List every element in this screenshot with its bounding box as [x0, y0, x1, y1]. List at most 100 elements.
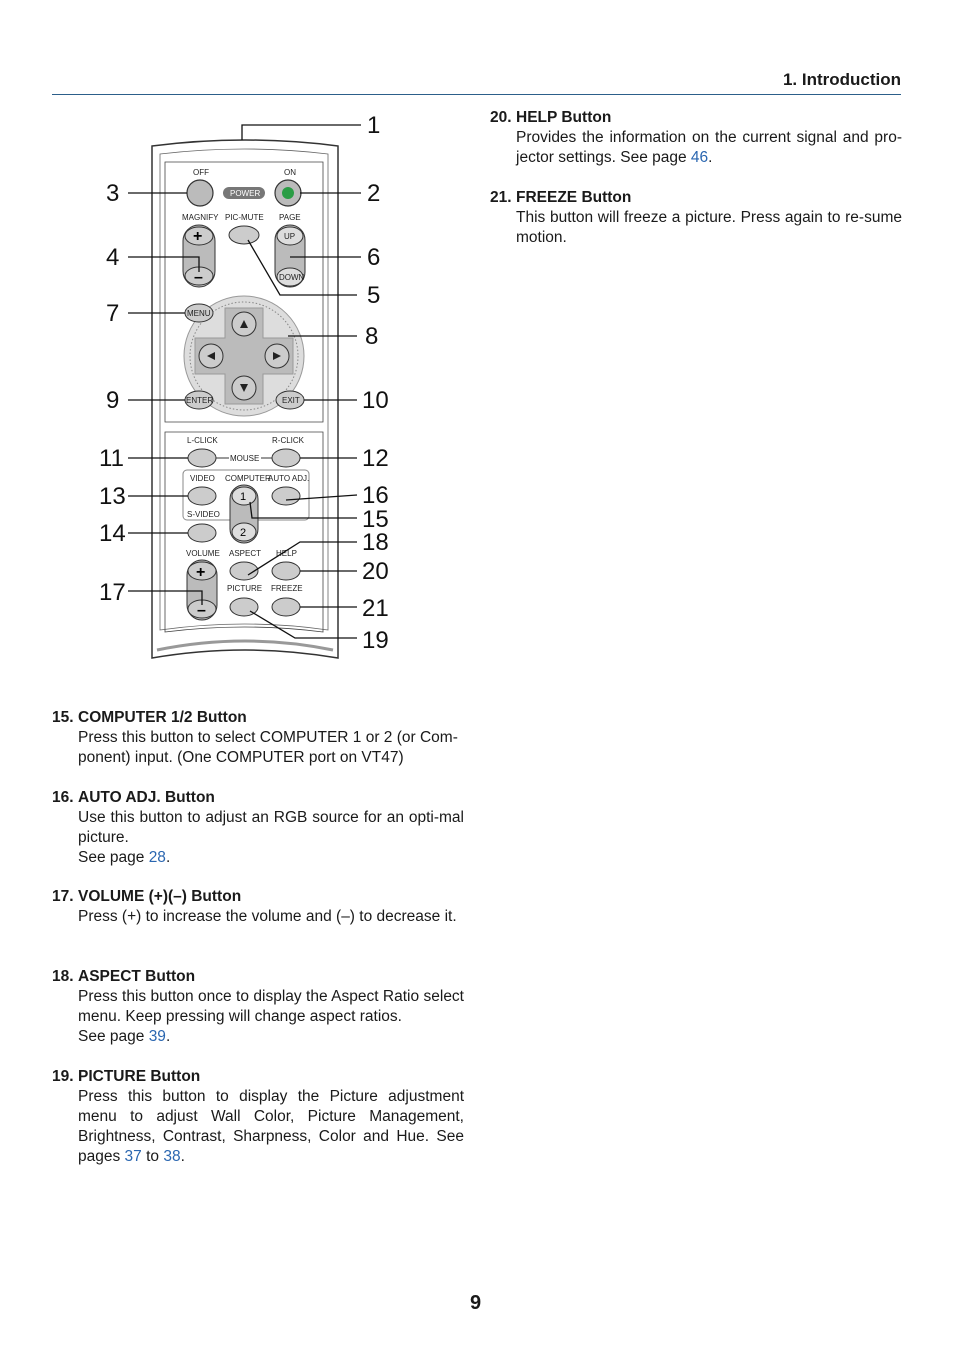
- auto-adj-label: AUTO ADJ.: [268, 474, 309, 483]
- mouse-label: MOUSE: [230, 454, 259, 463]
- callout-1: 1: [367, 112, 380, 139]
- entry-body: This button will freeze a picture. Press…: [516, 209, 902, 246]
- pic-mute-button[interactable]: [228, 225, 260, 245]
- callout-18: 18: [362, 529, 389, 556]
- entry-aspect-button: 18.ASPECT Button Press this button once …: [52, 967, 464, 1047]
- section-title: 1. Introduction: [782, 70, 901, 89]
- page-link[interactable]: 38: [163, 1148, 181, 1165]
- menu-label: MENU: [187, 309, 211, 318]
- help-label: HELP: [276, 549, 297, 558]
- aspect-label: ASPECT: [229, 549, 261, 558]
- callout-4: 4: [106, 244, 119, 271]
- callout-lines: [128, 124, 361, 639]
- computer-1-button[interactable]: [231, 486, 257, 506]
- entry-see-page: See page 28.: [78, 849, 171, 866]
- power-label: POWER: [230, 189, 260, 198]
- entry-number: 19.: [52, 1068, 74, 1085]
- callout-9: 9: [106, 387, 119, 414]
- entry-see-page: See page 39.: [78, 1028, 171, 1045]
- page-up-button[interactable]: [276, 226, 304, 246]
- entry-title: VOLUME (+)(–) Button: [78, 888, 242, 905]
- entry-volume-button: 17.VOLUME (+)(–) Button Press (+) to inc…: [52, 887, 464, 927]
- freeze-label: FREEZE: [271, 584, 303, 593]
- entry-number: 20.: [490, 109, 512, 126]
- one-label: 1: [240, 491, 246, 503]
- entry-number: 15.: [52, 709, 74, 726]
- plus-icon: +: [193, 228, 202, 245]
- minus-icon: –: [197, 602, 206, 619]
- l-click-label: L-CLICK: [187, 436, 218, 445]
- callout-3: 3: [106, 180, 119, 207]
- video-button[interactable]: [187, 486, 217, 506]
- callout-11: 11: [99, 445, 124, 472]
- callout-17: 17: [99, 579, 126, 606]
- entry-title: COMPUTER 1/2 Button: [78, 709, 247, 726]
- remote-control-diagram: OFF ON POWER MAGNIFY PIC-MUTE PAGE + – U…: [95, 110, 405, 670]
- magnify-plus-button[interactable]: [184, 226, 214, 246]
- page-down-button[interactable]: [276, 267, 304, 287]
- aspect-button[interactable]: [229, 561, 259, 581]
- callout-15: 15: [362, 506, 389, 533]
- entry-body: Press (+) to increase the volume and (–)…: [78, 908, 457, 925]
- callout-7: 7: [106, 300, 119, 327]
- header-divider: [52, 94, 901, 95]
- callout-12: 12: [362, 445, 389, 472]
- pic-mute-label: PIC-MUTE: [225, 213, 264, 222]
- entry-title: HELP Button: [516, 109, 612, 126]
- entry-auto-adj-button: 16.AUTO ADJ. Button Use this button to a…: [52, 788, 464, 868]
- off-label: OFF: [193, 168, 209, 177]
- callout-13: 13: [99, 483, 126, 510]
- s-video-button[interactable]: [187, 523, 217, 543]
- callout-14: 14: [99, 520, 126, 547]
- page-number: 9: [470, 1292, 482, 1314]
- on-label: ON: [284, 168, 296, 177]
- power-off-button[interactable]: [186, 179, 214, 207]
- entry-title: PICTURE Button: [78, 1068, 201, 1085]
- entry-number: 17.: [52, 888, 74, 905]
- volume-label: VOLUME: [186, 549, 220, 558]
- magnify-label: MAGNIFY: [182, 213, 219, 222]
- callout-6: 6: [367, 244, 380, 271]
- volume-plus-button[interactable]: [187, 561, 217, 581]
- l-click-button[interactable]: [187, 448, 217, 468]
- entry-title: ASPECT Button: [78, 968, 196, 985]
- callout-2: 2: [367, 180, 380, 207]
- entry-picture-button: 19.PICTURE Button Press this button to d…: [52, 1067, 464, 1167]
- plus-icon: +: [196, 564, 205, 581]
- entry-number: 16.: [52, 789, 74, 806]
- callout-21: 21: [362, 595, 389, 622]
- page-link[interactable]: 39: [148, 1028, 166, 1045]
- down-label: DOWN: [279, 273, 305, 282]
- page-link[interactable]: 37: [124, 1148, 142, 1165]
- video-label: VIDEO: [190, 474, 215, 483]
- entry-body: Use this button to adjust an RGB source …: [78, 809, 464, 846]
- callout-19: 19: [362, 627, 389, 654]
- up-label: UP: [284, 232, 295, 241]
- computer-label: COMPUTER: [225, 474, 271, 483]
- minus-icon: –: [194, 269, 203, 286]
- entry-freeze-button: 21.FREEZE Button This button will freeze…: [490, 188, 902, 248]
- help-button[interactable]: [271, 561, 301, 581]
- exit-label: EXIT: [282, 396, 300, 405]
- entry-title: FREEZE Button: [516, 189, 632, 206]
- computer-2-button[interactable]: [231, 522, 257, 542]
- entry-body: Press this button to display the Picture…: [78, 1088, 464, 1165]
- callout-16: 16: [362, 482, 389, 509]
- entry-body: Press this button to select COMPUTER 1 o…: [78, 729, 458, 766]
- enter-label: ENTER: [186, 396, 213, 405]
- entry-title: AUTO ADJ. Button: [78, 789, 215, 806]
- callout-10: 10: [362, 387, 389, 414]
- page-link[interactable]: 46: [690, 149, 709, 166]
- r-click-label: R-CLICK: [272, 436, 305, 445]
- entry-body: Provides the information on the current …: [516, 129, 902, 166]
- callout-20: 20: [362, 558, 389, 585]
- auto-adj-button[interactable]: [271, 486, 301, 506]
- two-label: 2: [240, 527, 246, 539]
- r-click-button[interactable]: [271, 448, 301, 468]
- entry-number: 18.: [52, 968, 74, 985]
- freeze-button[interactable]: [271, 597, 301, 617]
- page-link[interactable]: 28: [148, 849, 166, 866]
- entry-number: 21.: [490, 189, 512, 206]
- s-video-label: S-VIDEO: [187, 510, 220, 519]
- callout-5: 5: [367, 282, 380, 309]
